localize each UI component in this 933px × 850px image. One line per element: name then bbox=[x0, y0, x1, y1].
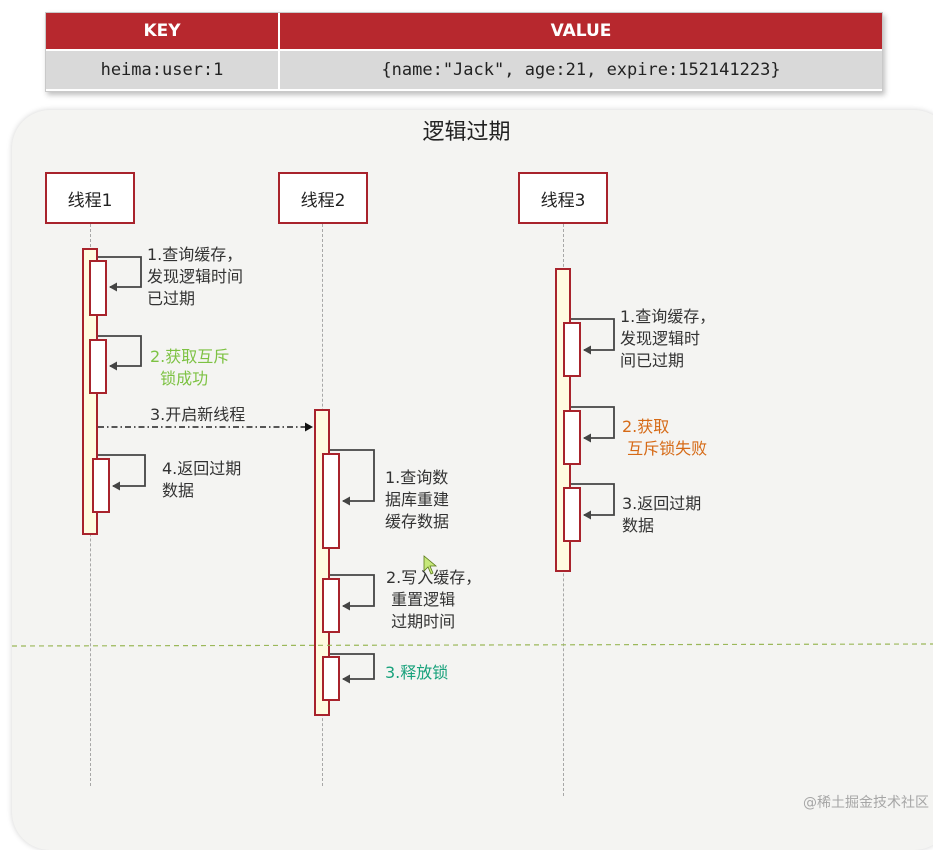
thread3-step2-arrow bbox=[571, 406, 615, 443]
thread2-step1-block bbox=[322, 453, 340, 549]
thread3-step1-block bbox=[563, 322, 581, 377]
value-header: VALUE bbox=[280, 13, 882, 49]
mouse-cursor-icon bbox=[423, 555, 438, 575]
thread3-step1-label: 1.查询缓存， 发现逻辑时 间已过期 bbox=[620, 307, 716, 370]
thread2-step1-label: 1.查询数 据库重建 缓存数据 bbox=[385, 468, 450, 531]
thread1-step4-label: 4.返回过期 数据 bbox=[162, 459, 242, 500]
key-header: KEY bbox=[46, 13, 278, 49]
value-cell: {name:"Jack", age:21, expire:152141223} bbox=[280, 51, 882, 89]
thread1-step4-arrow bbox=[98, 454, 146, 491]
thread1-step1-block bbox=[89, 260, 107, 316]
thread1-step4-block bbox=[92, 458, 110, 513]
thread1-step2-block bbox=[89, 339, 107, 394]
thread2-step3-arrow bbox=[330, 653, 375, 684]
thread1-box: 线程1 bbox=[45, 172, 135, 224]
thread2-step2-label: 2.写入缓存， 重置逻辑 过期时间 bbox=[386, 568, 482, 631]
key-cell: heima:user:1 bbox=[46, 51, 278, 89]
thread2-step3-label: 3.释放锁 bbox=[385, 663, 449, 682]
panel-title: 逻辑过期 bbox=[422, 120, 511, 145]
thread2-step3-block bbox=[322, 656, 340, 701]
thread3-step3-block bbox=[563, 487, 581, 542]
thread3-step1-arrow bbox=[571, 318, 615, 355]
thread2-step1-arrow bbox=[330, 449, 375, 506]
thread3-step3-arrow bbox=[571, 483, 615, 520]
thread3-box: 线程3 bbox=[518, 172, 608, 224]
diagram-panel bbox=[12, 110, 933, 850]
thread1-step1-label: 1.查询缓存， 发现逻辑时间 已过期 bbox=[147, 245, 244, 308]
arrows-layer bbox=[11, 256, 933, 684]
thread3-step3-label: 3.返回过期 数据 bbox=[622, 494, 702, 535]
separator-line bbox=[11, 643, 933, 647]
thread3-step2-label: 2.获取 互斥锁失败 bbox=[622, 417, 708, 458]
thread1-step3-label: 3.开启新线程 bbox=[150, 405, 246, 424]
thread2-box: 线程2 bbox=[278, 172, 368, 224]
thread2-step2-arrow bbox=[330, 574, 375, 611]
watermark: @稀土掘金技术社区 bbox=[803, 795, 929, 811]
thread3-step2-block bbox=[563, 410, 581, 465]
thread1-step1-arrow bbox=[98, 256, 142, 292]
key-value-table: KEY VALUE heima:user:1 {name:"Jack", age… bbox=[45, 12, 883, 92]
thread1-step2-arrow bbox=[98, 335, 142, 371]
thread2-step2-block bbox=[322, 578, 340, 633]
thread1-step2-label: 2.获取互斥 锁成功 bbox=[150, 347, 230, 388]
